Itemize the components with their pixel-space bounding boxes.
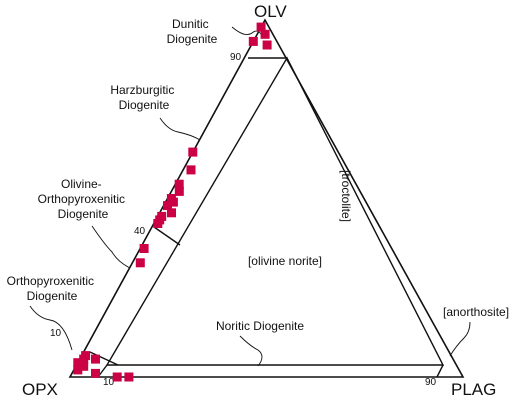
tick-90-right: 90: [425, 377, 437, 388]
dunitic-diogenite-label: Dunitic Diogenite: [167, 17, 218, 46]
data-point-8: [174, 186, 184, 196]
data-point-15: [153, 219, 163, 228]
inner-triangle: [105, 56, 445, 366]
data-point-12: [167, 208, 176, 218]
tick-10-left: 10: [50, 328, 62, 339]
orthopyroxenitic-leader: [29, 305, 73, 351]
data-point-6: [186, 165, 196, 175]
data-point-16: [139, 244, 149, 253]
corner-opx-label: OPX: [22, 380, 58, 399]
data-point-20: [91, 354, 100, 364]
data-point-2: [260, 29, 270, 39]
boundary-40: [153, 226, 181, 246]
orthopyroxenitic-diogenite-label: Orthopyroxenitic Diogenite: [7, 274, 98, 303]
corner-olv-label: OLV: [254, 2, 287, 21]
data-point-19: [79, 354, 89, 364]
data-point-5: [188, 147, 198, 157]
olivine-norite-label: [olivine norite]: [248, 254, 322, 268]
data-point-4: [262, 40, 272, 50]
data-point-10: [168, 197, 178, 207]
data-point-17: [135, 258, 145, 268]
anorthosite-label: [anorthosite]: [443, 305, 509, 319]
harzburgitic-diogenite-label: Harzburgitic Diogenite: [110, 83, 177, 112]
tick-40: 40: [134, 226, 146, 237]
dunitic-leader: [231, 26, 263, 37]
tick-90-top: 90: [230, 52, 242, 63]
corner-plag-label: PLAG: [451, 380, 496, 399]
harzburgitic-leader: [159, 117, 201, 141]
noritic-diogenite-label: Noritic Diogenite: [216, 319, 304, 333]
olivine-orthopyroxenitic-diogenite-label: Olivine- Orthopyroxenitic Diogenite: [38, 177, 129, 221]
data-point-11: [163, 201, 172, 211]
olivine-orthopyroxenitic-leader: [91, 225, 131, 269]
data-point-25: [112, 372, 122, 382]
troctolite-label: [troctolite]: [339, 170, 353, 222]
boundary-10-opx: [89, 351, 119, 366]
boundary-90-plag: [436, 364, 444, 378]
noritic-leader: [239, 335, 263, 367]
data-point-23: [73, 365, 83, 375]
data-point-26: [124, 372, 134, 382]
data-point-3: [248, 36, 258, 46]
data-point-7: [174, 179, 184, 189]
tick-10-bottom: 10: [103, 377, 115, 388]
data-point-1: [256, 22, 266, 32]
data-points: [73, 22, 272, 382]
data-point-24: [91, 368, 100, 378]
anorthosite-leader: [449, 321, 471, 357]
data-point-22: [79, 361, 89, 371]
data-point-21: [73, 358, 83, 368]
